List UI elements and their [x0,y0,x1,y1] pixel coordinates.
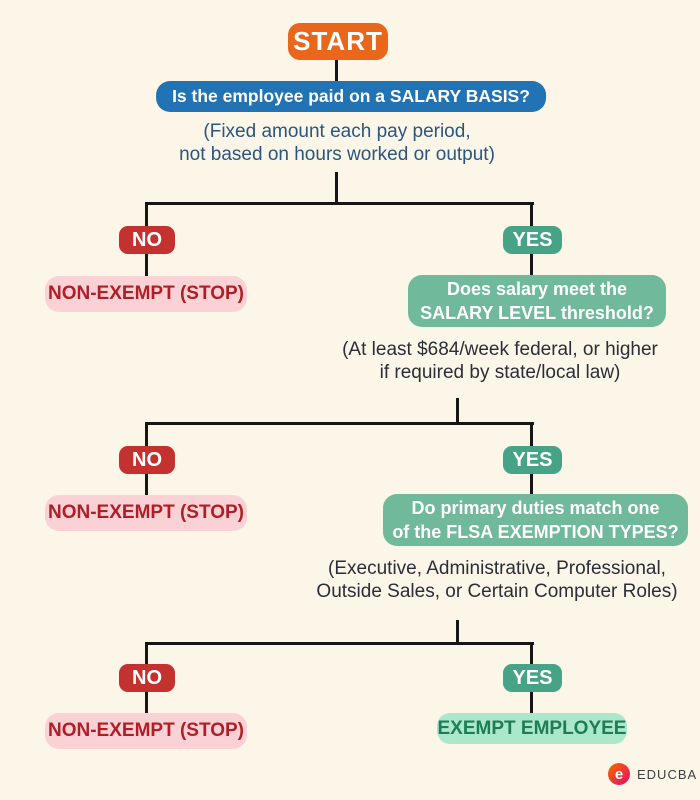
note-salary-level-line1: (At least $684/week federal, or higher [342,339,658,360]
question-salary-level-line2: SALARY LEVEL threshold? [420,303,654,323]
note-duties-line1: (Executive, Administrative, Professional… [328,558,666,579]
exempt-employee-label: EXEMPT EMPLOYEE [437,713,627,744]
no-badge-1: NO [119,226,175,254]
question-duties-line2: of the FLSA EXEMPTION TYPES? [392,522,679,542]
question-salary-level: Does salary meet the SALARY LEVEL thresh… [408,275,666,327]
note-salary-basis-line1: (Fixed amount each pay period, [203,121,471,142]
yes-badge-3: YES [503,664,562,692]
branch2-horizontal [145,422,534,425]
edge-note1-branch1 [335,172,338,204]
question-duties-line1: Do primary duties match one [411,498,660,518]
edge-yes1-q2 [530,252,533,278]
note-salary-level: (At least $684/week federal, or higher i… [250,339,700,384]
question-salary-basis: Is the employee paid on a SALARY BASIS? [156,81,546,112]
note-duties: (Executive, Administrative, Professional… [247,558,700,603]
note-salary-basis-line2: not based on hours worked or output) [179,143,495,165]
note-salary-basis: (Fixed amount each pay period, not based… [87,121,587,166]
branch1-horizontal [145,202,534,205]
question-duties: Do primary duties match one of the FLSA … [383,494,688,546]
yes-badge-1: YES [503,226,562,254]
branch3-drop-no [145,642,148,668]
note-salary-level-line2: if required by state/local law) [379,361,621,383]
question-salary-level-line1: Does salary meet the [446,279,628,299]
edge-note2-branch2 [456,398,459,425]
yes-badge-2: YES [503,446,562,474]
edge-no3-stop3 [145,690,148,716]
edge-start-q1 [335,59,338,83]
edge-no2-stop2 [145,472,148,498]
educba-logo-icon: e [608,763,630,785]
branch1-drop-no [145,202,148,228]
no-badge-2: NO [119,446,175,474]
branch1-drop-yes [530,202,533,228]
edge-no1-stop1 [145,252,148,278]
edge-yes2-q3 [530,472,533,498]
edge-yes3-exempt [530,690,533,716]
stop-label-2: NON-EXEMPT (STOP) [45,495,247,531]
stop-label-1: NON-EXEMPT (STOP) [45,276,247,312]
stop-label-3: NON-EXEMPT (STOP) [45,713,247,749]
branch3-horizontal [145,642,534,645]
edge-note3-branch3 [456,620,459,645]
educba-logo: e EDUCBA [608,763,697,785]
no-badge-3: NO [119,664,175,692]
start-node: START [288,23,388,60]
note-duties-line2: Outside Sales, or Certain Computer Roles… [316,580,678,602]
educba-logo-text: EDUCBA [637,766,698,782]
branch2-drop-no [145,422,148,449]
branch2-drop-yes [530,422,533,449]
branch3-drop-yes [530,642,533,668]
